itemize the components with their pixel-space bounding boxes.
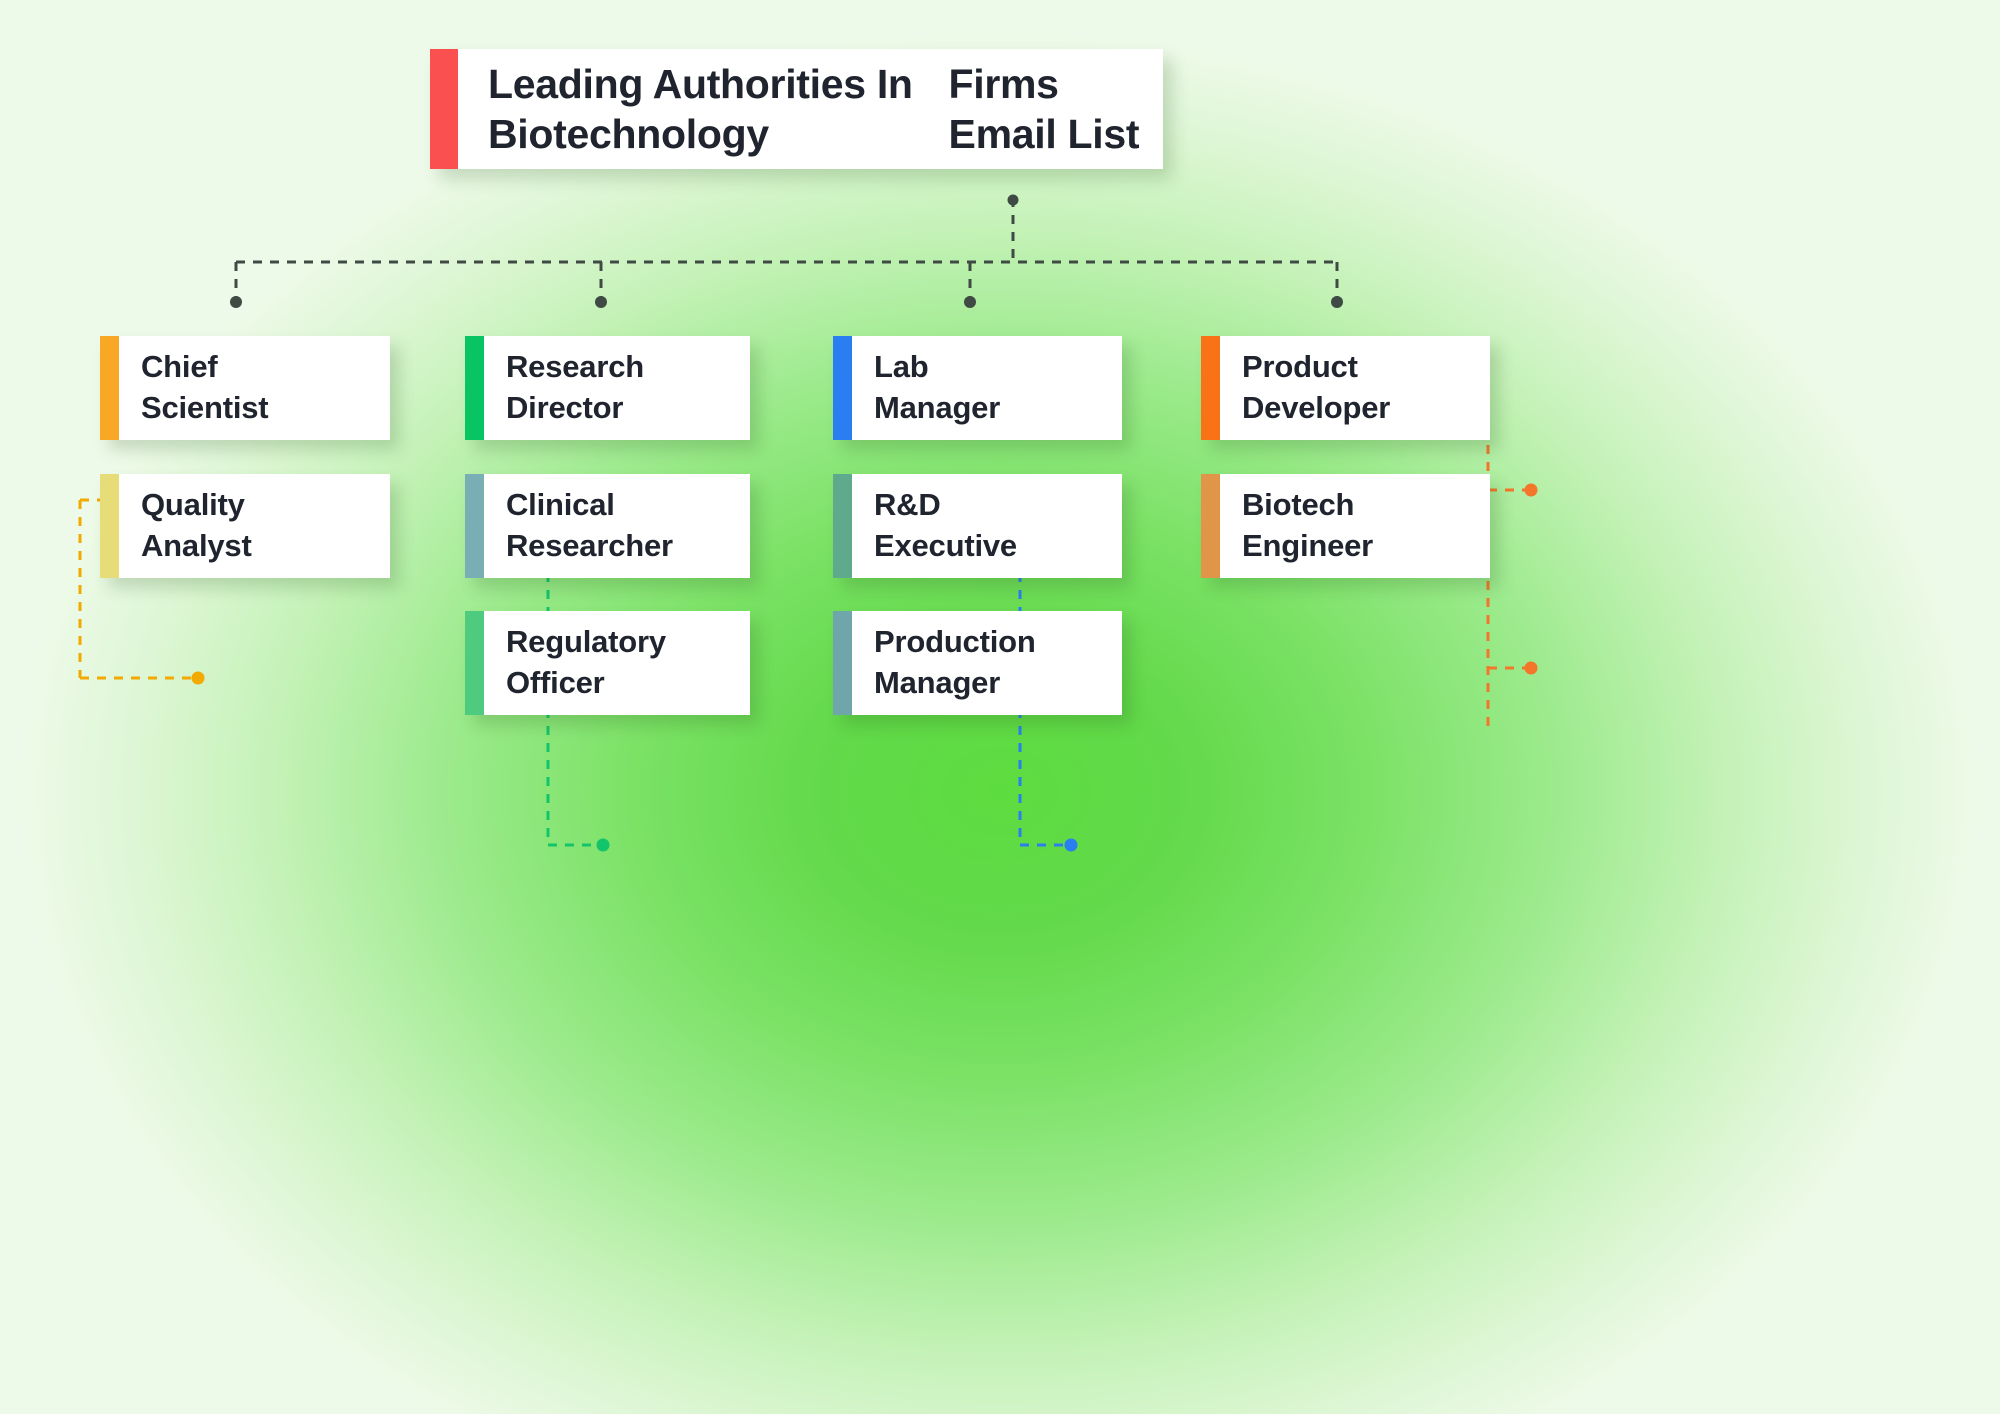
- trunk-dot: [1007, 194, 1019, 206]
- node-research-director[interactable]: Research Director: [465, 336, 750, 440]
- node-lab-manager[interactable]: Lab Manager: [833, 336, 1122, 440]
- node-biotech-engineer[interactable]: Biotech Engineer: [1201, 474, 1490, 578]
- accent-bar-rd-executive: [833, 474, 852, 578]
- diagram-title-card: Leading Authorities In Biotechnology Fir…: [430, 49, 1163, 169]
- drop-dot-3: [964, 296, 976, 308]
- node-label-production-manager: Production Manager: [874, 624, 1036, 700]
- node-label-clinical-researcher: Clinical Researcher: [506, 487, 673, 563]
- accent-bar-biotech-engineer: [1201, 474, 1220, 578]
- drop-dot-4: [1331, 296, 1343, 308]
- accent-bar-quality-analyst: [100, 474, 119, 578]
- accent-bar-clinical-researcher: [465, 474, 484, 578]
- page-title: Leading Authorities In Biotechnology Fir…: [458, 49, 1163, 169]
- node-regulatory-officer[interactable]: Regulatory Officer: [465, 611, 750, 715]
- node-label-quality-analyst: Quality Analyst: [141, 487, 252, 563]
- node-product-developer[interactable]: Product Developer: [1201, 336, 1490, 440]
- title-accent-bar: [430, 49, 458, 169]
- accent-bar-regulatory-officer: [465, 611, 484, 715]
- column-4-connectors: [1486, 360, 1538, 730]
- accent-bar-product-developer: [1201, 336, 1220, 440]
- node-label-research-director: Research Director: [506, 349, 644, 425]
- node-quality-analyst[interactable]: Quality Analyst: [100, 474, 390, 578]
- node-label-chief-scientist: Chief Scientist: [141, 349, 269, 425]
- node-production-manager[interactable]: Production Manager: [833, 611, 1122, 715]
- node-label-regulatory-officer: Regulatory Officer: [506, 624, 666, 700]
- accent-bar-production-manager: [833, 611, 852, 715]
- node-clinical-researcher[interactable]: Clinical Researcher: [465, 474, 750, 578]
- node-label-rd-executive: R&D Executive: [874, 487, 1017, 563]
- node-rd-executive[interactable]: R&D Executive: [833, 474, 1122, 578]
- node-chief-scientist[interactable]: Chief Scientist: [100, 336, 390, 440]
- accent-bar-chief-scientist: [100, 336, 119, 440]
- node-label-biotech-engineer: Biotech Engineer: [1242, 487, 1374, 563]
- accent-bar-lab-manager: [833, 336, 852, 440]
- title-line-1: Leading Authorities In Biotechnology: [488, 60, 913, 157]
- drop-dot-2: [595, 296, 607, 308]
- title-line-2: Firms Email List: [948, 60, 1140, 157]
- accent-bar-research-director: [465, 336, 484, 440]
- drop-dot-1: [230, 296, 242, 308]
- node-label-lab-manager: Lab Manager: [874, 349, 1001, 425]
- node-label-product-developer: Product Developer: [1242, 349, 1391, 425]
